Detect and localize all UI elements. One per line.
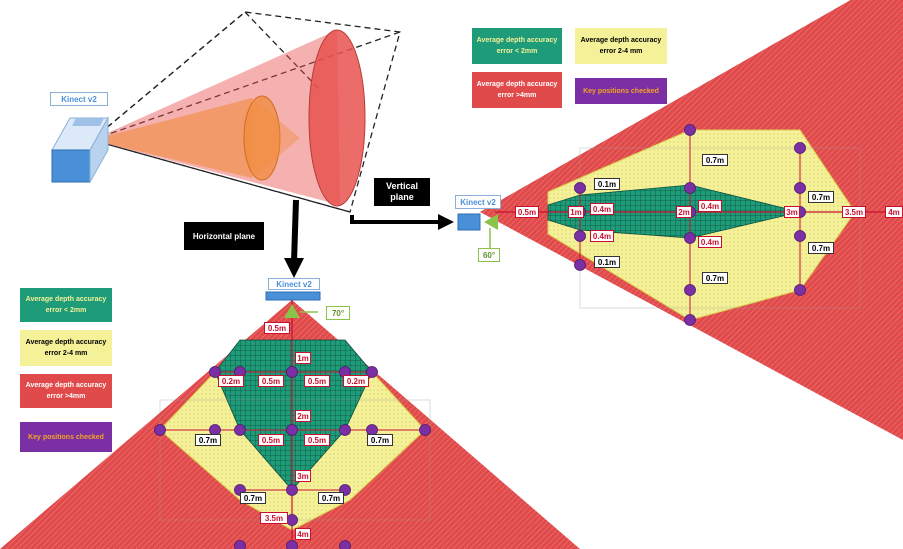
kinect-label-3d: Kinect v2 [50,92,108,106]
key-position-dot [339,424,351,436]
horizontal-fov-angle: 70° [326,306,350,320]
h-label-2m: 2m [295,410,311,422]
h-label-0.5m-d: 0.5m [304,434,330,446]
v-label-0.4m-b: 0.4m [590,230,614,242]
kinect-label-vertical: Kinect v2 [455,195,501,209]
v-label-3m: 3m [784,206,800,218]
key-position-dot [684,314,696,326]
key-position-dot [794,182,806,194]
h-label-0.7m-a: 0.7m [195,434,221,446]
vertical-plane-arrow [438,214,454,230]
v-label-0.1m-top: 0.1m [594,178,620,190]
horizontal-plane-title: Horizontal plane [184,222,264,250]
h-label-0.7m-c: 0.7m [240,492,266,504]
key-position-dot [684,232,696,244]
v-label-3.5m: 3.5m [842,206,866,218]
optimal-range-cone [92,98,252,178]
legend-red-left: Average depth accuracy error >4mm [20,374,112,408]
h-label-0.2m-right: 0.2m [343,375,369,387]
max-range-ellipse [308,29,366,207]
sensor-box-3d [51,149,91,183]
v-label-0.4m-a: 0.4m [590,203,614,215]
horizontal-fov-arrow [284,304,300,318]
legend-red-top: Average depth accuracy error >4mm [472,72,562,108]
h-label-4m: 4m [295,528,311,540]
v-label-0.5m: 0.5m [515,206,539,218]
legend-yellow-top: Average depth accuracy error 2-4 mm [575,28,667,64]
plane-arrows [284,199,454,278]
h-label-0.2m-left: 0.2m [218,375,244,387]
legend-green-top: Average depth accuracy error < 2mm [472,28,562,64]
v-label-2m: 2m [676,206,692,218]
h-label-3.5m: 3.5m [260,512,288,524]
key-position-dot [209,366,221,378]
h-label-0.7m-b: 0.7m [367,434,393,446]
vertical-fov-angle: 60° [478,248,500,262]
vertical-sensor-icon [457,213,481,231]
key-position-dot [574,230,586,242]
v-label-0.7m-d: 0.7m [808,242,834,254]
key-position-dot [684,124,696,136]
key-position-dot [794,284,806,296]
horizontal-sensor-icon [265,291,321,301]
key-position-dot [794,142,806,154]
h-label-0.5m: 0.5m [264,322,290,334]
key-position-dot [339,540,351,549]
key-position-dot [286,424,298,436]
v-label-0.1m-bottom: 0.1m [594,256,620,268]
legend-purple-top: Key positions checked [575,78,667,104]
key-position-dot [286,366,298,378]
key-position-dot [419,424,431,436]
v-label-0.7m-a: 0.7m [702,154,728,166]
key-position-dot [286,484,298,496]
key-position-dot [574,259,586,271]
key-position-dot [794,230,806,242]
key-position-dot [684,182,696,194]
legend-green-left: Average depth accuracy error < 2mm [20,288,112,322]
h-label-0.5m-c: 0.5m [258,434,284,446]
fov-cone-illustration [51,11,401,213]
h-label-1m: 1m [295,352,311,364]
kinect-label-horizontal: Kinect v2 [268,278,320,290]
horizontal-plane-arrow [284,258,304,278]
h-label-0.5m-b: 0.5m [304,375,330,387]
v-label-0.4m-d: 0.4m [698,236,722,248]
vertical-fov-arrow [484,214,498,230]
v-label-4m: 4m [885,206,903,218]
legend-purple-left: Key positions checked [20,422,112,452]
key-position-dot [154,424,166,436]
h-label-3m: 3m [295,470,311,482]
key-position-dot [684,284,696,296]
h-label-0.7m-d: 0.7m [318,492,344,504]
vertical-plane-diagram [480,0,903,440]
key-position-dot [234,424,246,436]
v-label-0.7m-b: 0.7m [702,272,728,284]
v-label-0.7m-c: 0.7m [808,191,834,203]
v-label-1m: 1m [568,206,584,218]
key-position-dot [574,182,586,194]
key-position-dot [234,540,246,549]
h-label-0.5m-a: 0.5m [258,375,284,387]
key-position-dot [286,514,298,526]
key-position-dot [286,540,298,549]
v-label-0.4m-c: 0.4m [698,200,722,212]
legend-yellow-left: Average depth accuracy error 2-4 mm [20,330,112,366]
key-position-dot [366,366,378,378]
vertical-plane-title: Vertical plane [374,178,430,206]
